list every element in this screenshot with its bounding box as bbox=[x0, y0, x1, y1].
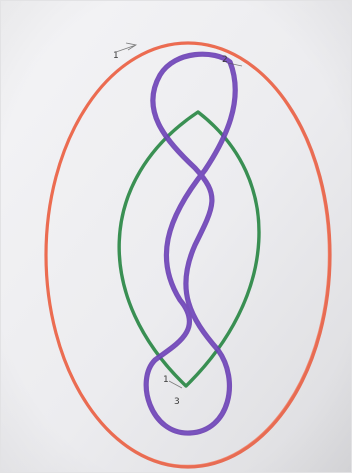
pencil-annotation-2-top-right: 2 bbox=[222, 56, 228, 65]
pencil-annotation-3-bottom: 3 bbox=[174, 398, 180, 407]
pencil-annotation-1-bottom: 1 bbox=[163, 376, 169, 385]
pencil-annotation-1-top-left: 1 bbox=[113, 52, 119, 61]
